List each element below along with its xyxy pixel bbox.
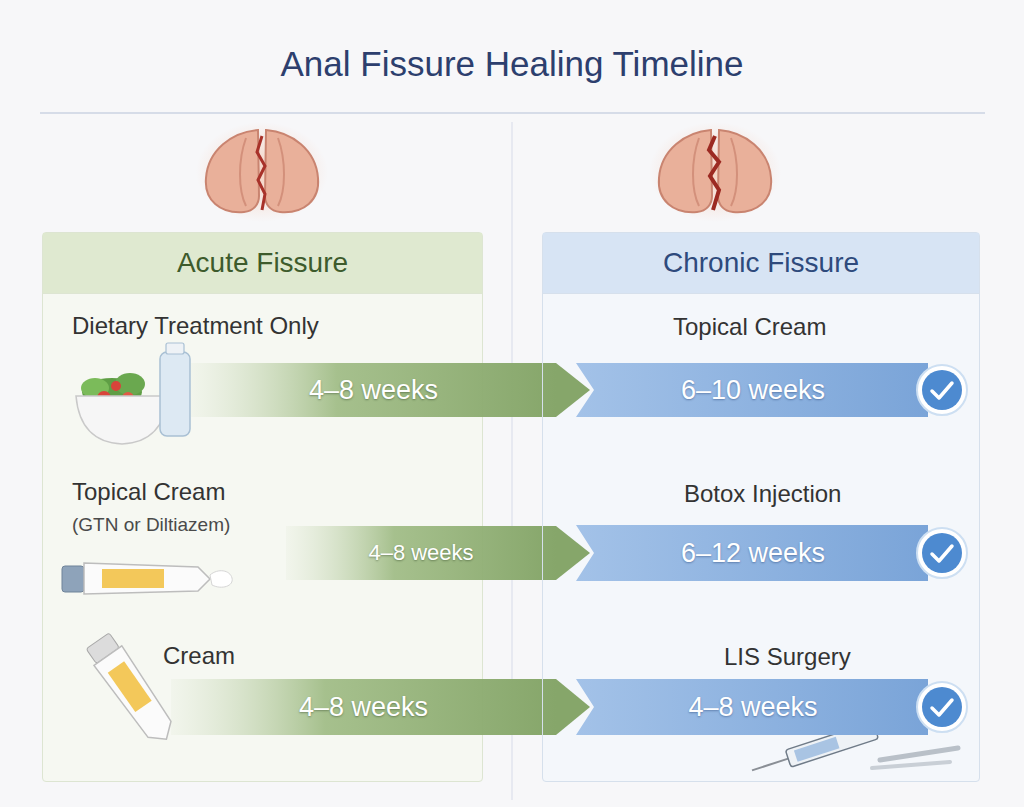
- salad-bowl-icon: [76, 343, 190, 444]
- check-mark: [932, 383, 952, 398]
- art-path: [76, 396, 168, 444]
- check-mark: [922, 370, 962, 410]
- art-path: [880, 748, 958, 760]
- art-rect: [108, 661, 152, 712]
- cream-tube-icon: [62, 563, 232, 594]
- art-ellipse: [196, 122, 328, 222]
- duration-text: 4–8 weeks: [688, 692, 817, 723]
- duration-text: 6–12 weeks: [681, 538, 825, 569]
- art-path: [659, 130, 712, 212]
- duration-text: 4–8 weeks: [368, 540, 473, 566]
- duration-text: 4–8 weeks: [299, 692, 428, 723]
- outcome-band: 6–10 weeks: [576, 363, 968, 417]
- arrow-body: [171, 679, 556, 735]
- row-label: LIS Surgery: [724, 643, 851, 671]
- art-path: [84, 563, 210, 594]
- art-rect: [166, 343, 184, 354]
- art-rect: [62, 566, 84, 592]
- band-body: [576, 679, 928, 735]
- band-body: [576, 525, 928, 581]
- check-ring: [917, 682, 967, 732]
- arrow-body: [286, 526, 556, 580]
- panel-heading: Chronic Fissure: [663, 247, 859, 278]
- title-rule: [40, 112, 985, 114]
- art-rect: [102, 569, 164, 588]
- band-body: [576, 363, 928, 417]
- row-label: Cream: [163, 642, 235, 670]
- panel-header: Chronic Fissure: [543, 233, 979, 294]
- art-line: [752, 759, 788, 771]
- art-path: [709, 136, 719, 210]
- check-ring: [917, 365, 967, 415]
- check-mark: [932, 546, 952, 561]
- art-path: [257, 136, 265, 210]
- duration-text: 4–8 weeks: [309, 375, 438, 406]
- diagram-title: Anal Fissure Healing Timeline: [281, 44, 744, 83]
- row-label: (GTN or Diltiazem): [72, 514, 230, 536]
- art-path: [206, 130, 259, 212]
- arrow-body: [191, 363, 556, 417]
- check-mark: [922, 533, 962, 573]
- outcome-band: 6–12 weeks: [576, 525, 968, 581]
- duration-arrow: 4–8 weeks: [171, 679, 556, 735]
- anatomy-icon: [196, 122, 328, 222]
- panel-fills: [42, 232, 980, 782]
- art-ellipse: [649, 122, 781, 222]
- panel-heading: Acute Fissure: [177, 247, 348, 278]
- art-circle: [111, 381, 121, 391]
- anatomy-icon: [649, 122, 781, 222]
- row-label: Dietary Treatment Only: [72, 312, 319, 340]
- title-row: Anal Fissure Healing Timeline: [0, 44, 1024, 84]
- check-mark: [932, 700, 952, 715]
- art-path: [210, 571, 232, 587]
- check-ring: [917, 528, 967, 578]
- row-label: Topical Cream: [72, 478, 225, 506]
- duration-arrow: 4–8 weeks: [286, 526, 556, 580]
- art-path: [872, 762, 950, 768]
- art-rect: [160, 352, 190, 436]
- duration-arrow: 4–8 weeks: [191, 363, 556, 417]
- art-path: [718, 130, 771, 212]
- art-path: [693, 138, 737, 206]
- row-label: Topical Cream: [673, 313, 826, 341]
- panel-header: Acute Fissure: [43, 233, 482, 294]
- art-rect: [794, 737, 840, 762]
- row-label: Botox Injection: [684, 480, 841, 508]
- outcome-band: 4–8 weeks: [576, 679, 968, 735]
- check-mark: [922, 687, 962, 727]
- panel-fill: [542, 232, 980, 782]
- art-path: [265, 130, 318, 212]
- duration-text: 6–10 weeks: [681, 375, 825, 406]
